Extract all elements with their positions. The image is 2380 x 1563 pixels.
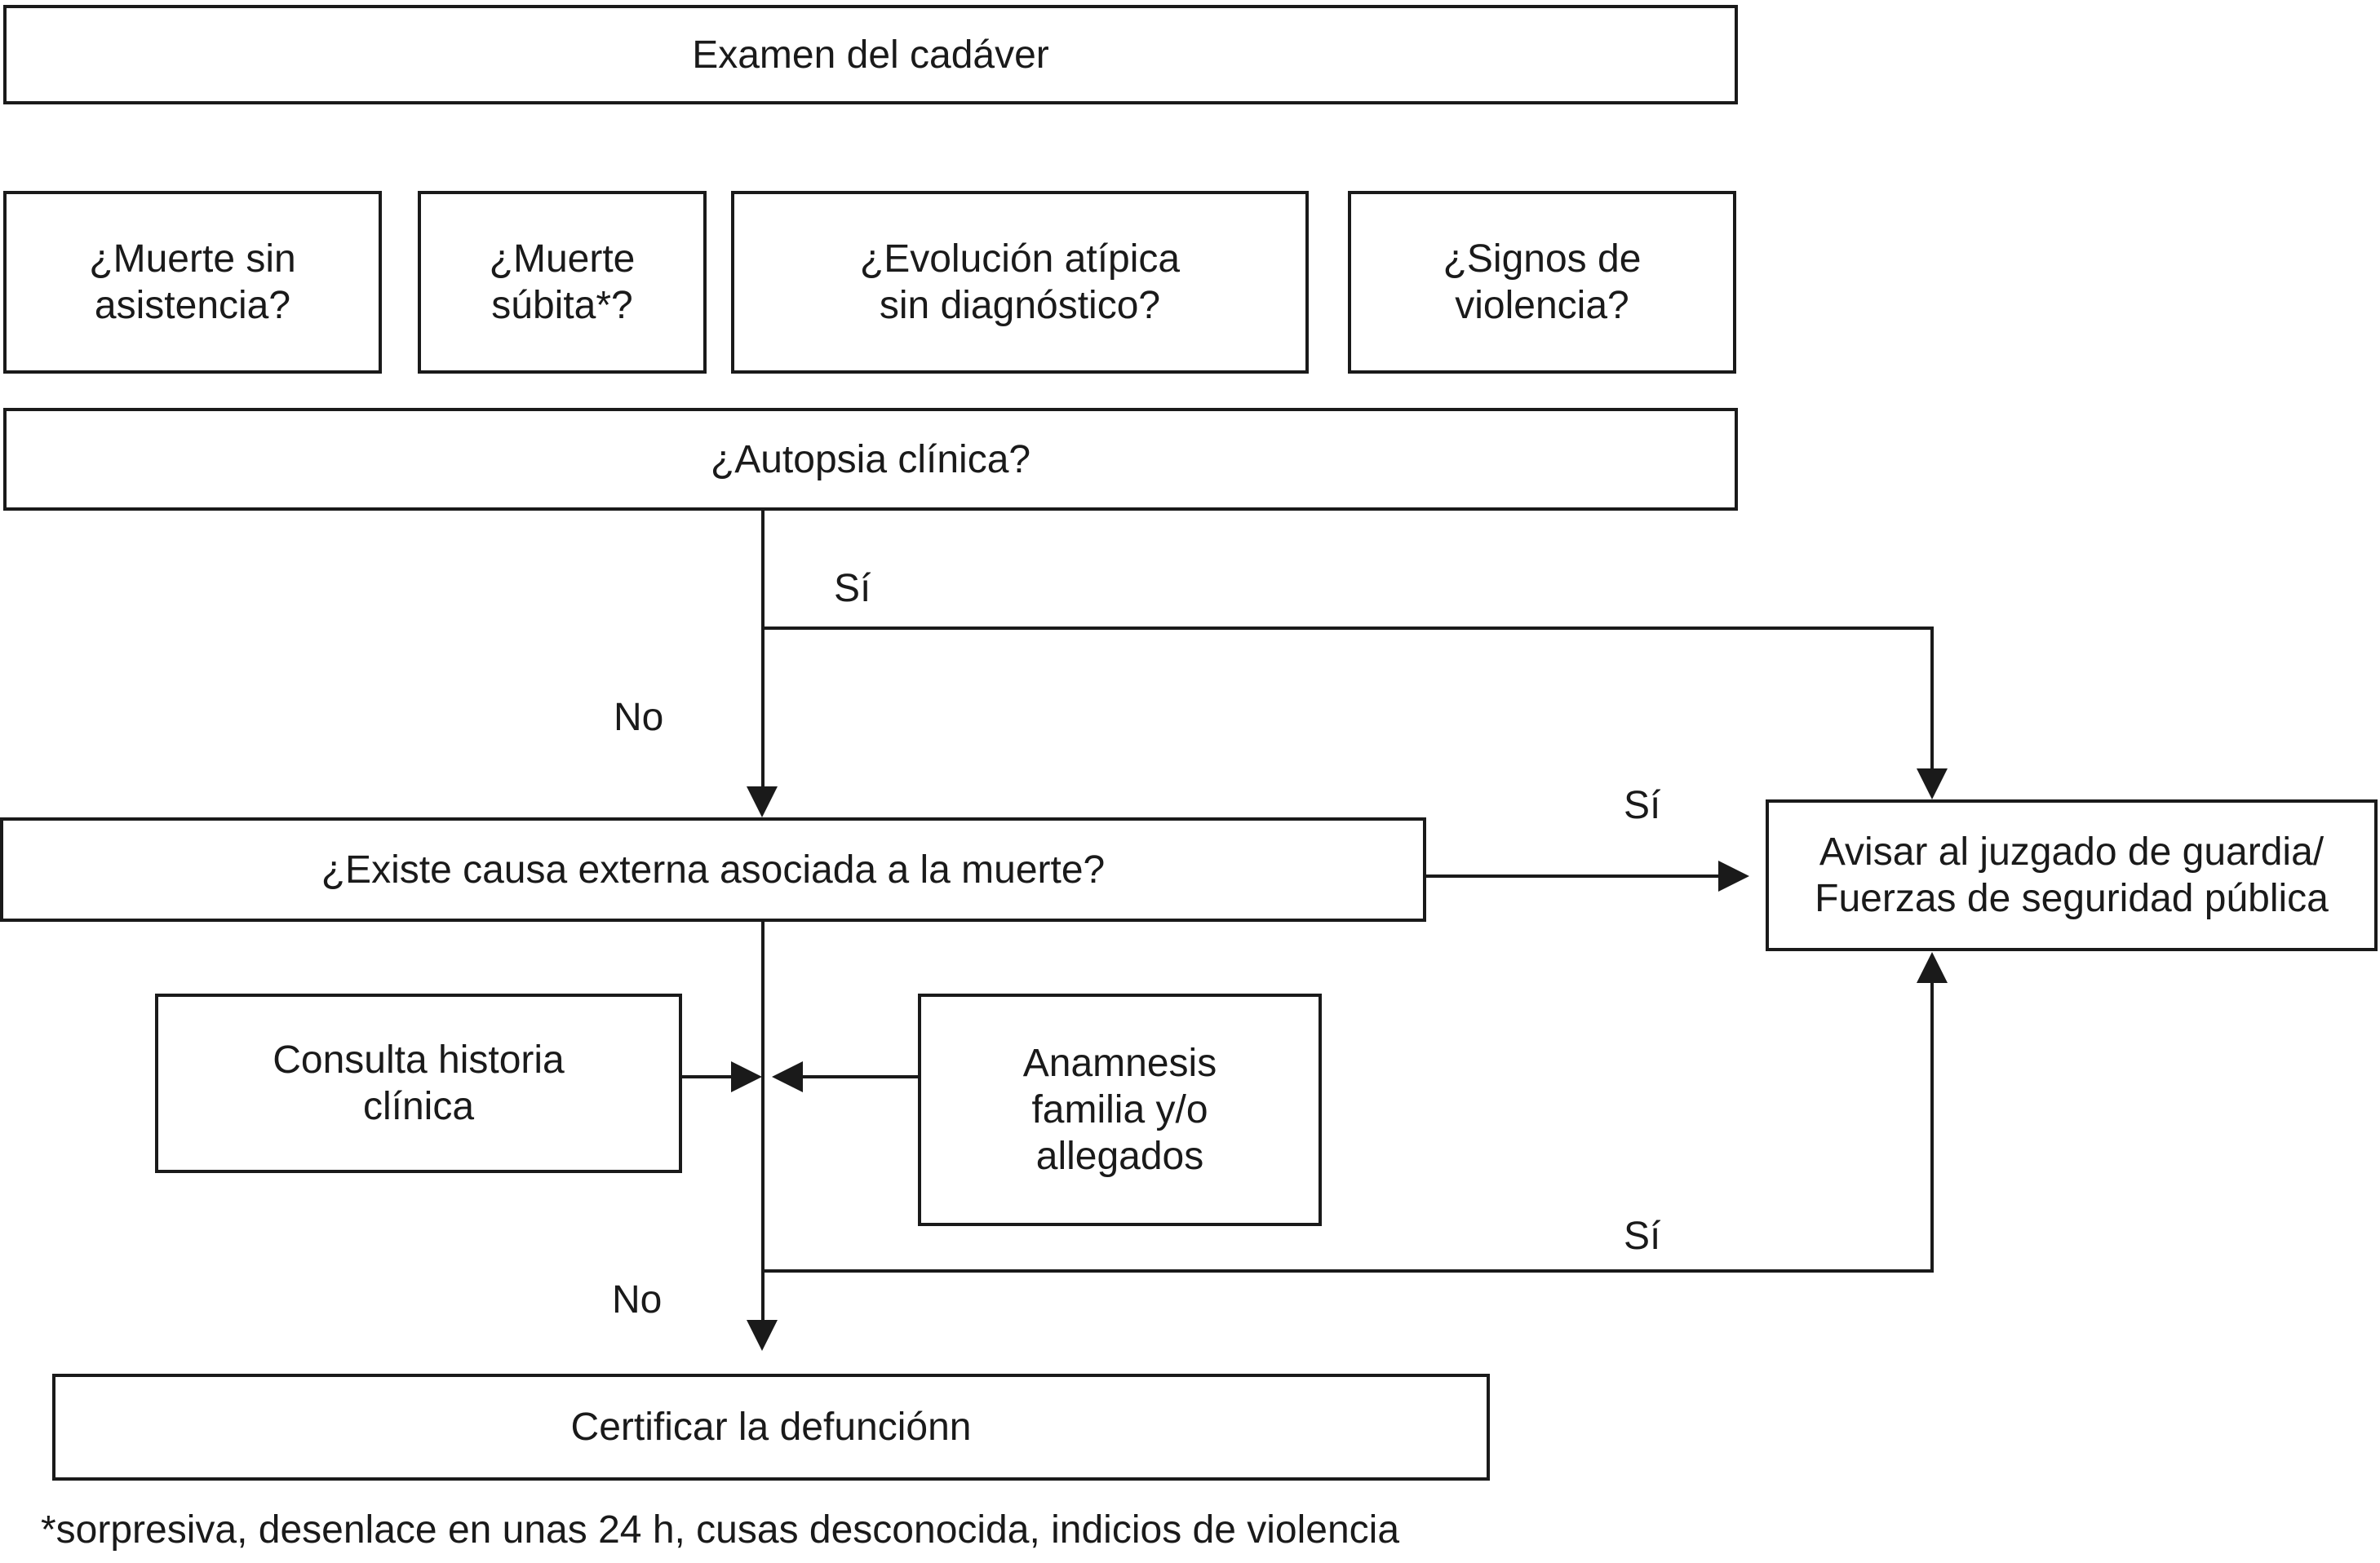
edge-label-si-causa-externa: Sí	[1624, 784, 1661, 827]
node-label: ¿Existe causa externa asociada a la muer…	[321, 848, 1106, 892]
footnote-asterisk: *sorpresiva, desenlace en unas 24 h, cus…	[41, 1508, 1400, 1552]
node-certificar-defuncion: Certificar la defunciónn	[52, 1374, 1490, 1481]
node-label-line: asistencia?	[94, 284, 291, 327]
edge-label-si-autopsia: Sí	[834, 567, 871, 610]
node-causa-externa: ¿Existe causa externa asociada a la muer…	[0, 817, 1426, 922]
node-label-line: súbita*?	[491, 284, 633, 327]
node-label: ¿Autopsia clínica?	[710, 437, 1031, 481]
arrowhead-down-into-certificar	[747, 1320, 778, 1351]
node-signos-violencia: ¿Signos de violencia?	[1348, 191, 1736, 374]
node-label: Certificar la defunciónn	[570, 1406, 972, 1449]
node-label-line: Consulta historia	[273, 1038, 565, 1082]
arrowhead-up-into-avisar	[1917, 952, 1948, 983]
edge-label-no-certificar: No	[612, 1278, 663, 1322]
node-label-line: Anamnesis	[1022, 1042, 1217, 1085]
node-label-line: allegados	[1035, 1135, 1204, 1178]
arrowhead-down-into-avisar	[1917, 768, 1948, 799]
node-label-line: Avisar al juzgado de guardia/	[1819, 830, 2325, 874]
edge-autopsia-to-causa-externa-line	[761, 511, 765, 790]
node-examen-del-cadaver: Examen del cadáver	[3, 5, 1738, 104]
node-label-line: clínica	[362, 1085, 475, 1128]
edge-lower-si-horizontal-line	[761, 1269, 1934, 1273]
node-label: Examen del cadáver	[692, 33, 1049, 77]
edge-consulta-historia-line	[682, 1075, 731, 1078]
node-label-line: Fuerzas de seguridad pública	[1815, 877, 2329, 920]
arrowhead-right-from-consulta	[731, 1061, 762, 1092]
arrowhead-down-into-causa-externa	[747, 786, 778, 817]
node-consulta-historia: Consulta historia clínica	[155, 994, 682, 1173]
edge-lower-si-vertical-line	[1930, 981, 1934, 1273]
node-anamnesis: Anamnesis familia y/o allegados	[918, 994, 1322, 1226]
node-label-line: sin diagnóstico?	[879, 284, 1161, 327]
edge-anamnesis-line	[803, 1075, 918, 1078]
edge-autopsia-si-horizontal-line	[761, 627, 1934, 630]
node-label-line: ¿Signos de	[1443, 237, 1642, 281]
node-avisar-juzgado: Avisar al juzgado de guardia/ Fuerzas de…	[1766, 799, 2378, 951]
node-label-line: ¿Muerte sin	[89, 237, 296, 281]
edge-label-no-autopsia: No	[614, 696, 664, 739]
node-label-line: ¿Muerte	[489, 237, 636, 281]
node-label-line: familia y/o	[1031, 1088, 1208, 1131]
node-muerte-sin-asistencia: ¿Muerte sin asistencia?	[3, 191, 382, 374]
arrowhead-right-into-avisar	[1718, 861, 1749, 892]
node-evolucion-atipica: ¿Evolución atípica sin diagnóstico?	[731, 191, 1309, 374]
node-autopsia-clinica: ¿Autopsia clínica?	[3, 408, 1738, 511]
node-muerte-subita: ¿Muerte súbita*?	[418, 191, 707, 374]
edge-causa-externa-to-certificar-line	[761, 922, 765, 1322]
edge-autopsia-si-vertical-line	[1930, 627, 1934, 772]
edge-label-si-lower: Sí	[1624, 1215, 1661, 1258]
edge-causa-externa-si-line	[1426, 874, 1718, 878]
node-label-line: ¿Evolución atípica	[859, 237, 1181, 281]
arrowhead-left-from-anamnesis	[772, 1061, 803, 1092]
node-label-line: violencia?	[1455, 284, 1629, 327]
